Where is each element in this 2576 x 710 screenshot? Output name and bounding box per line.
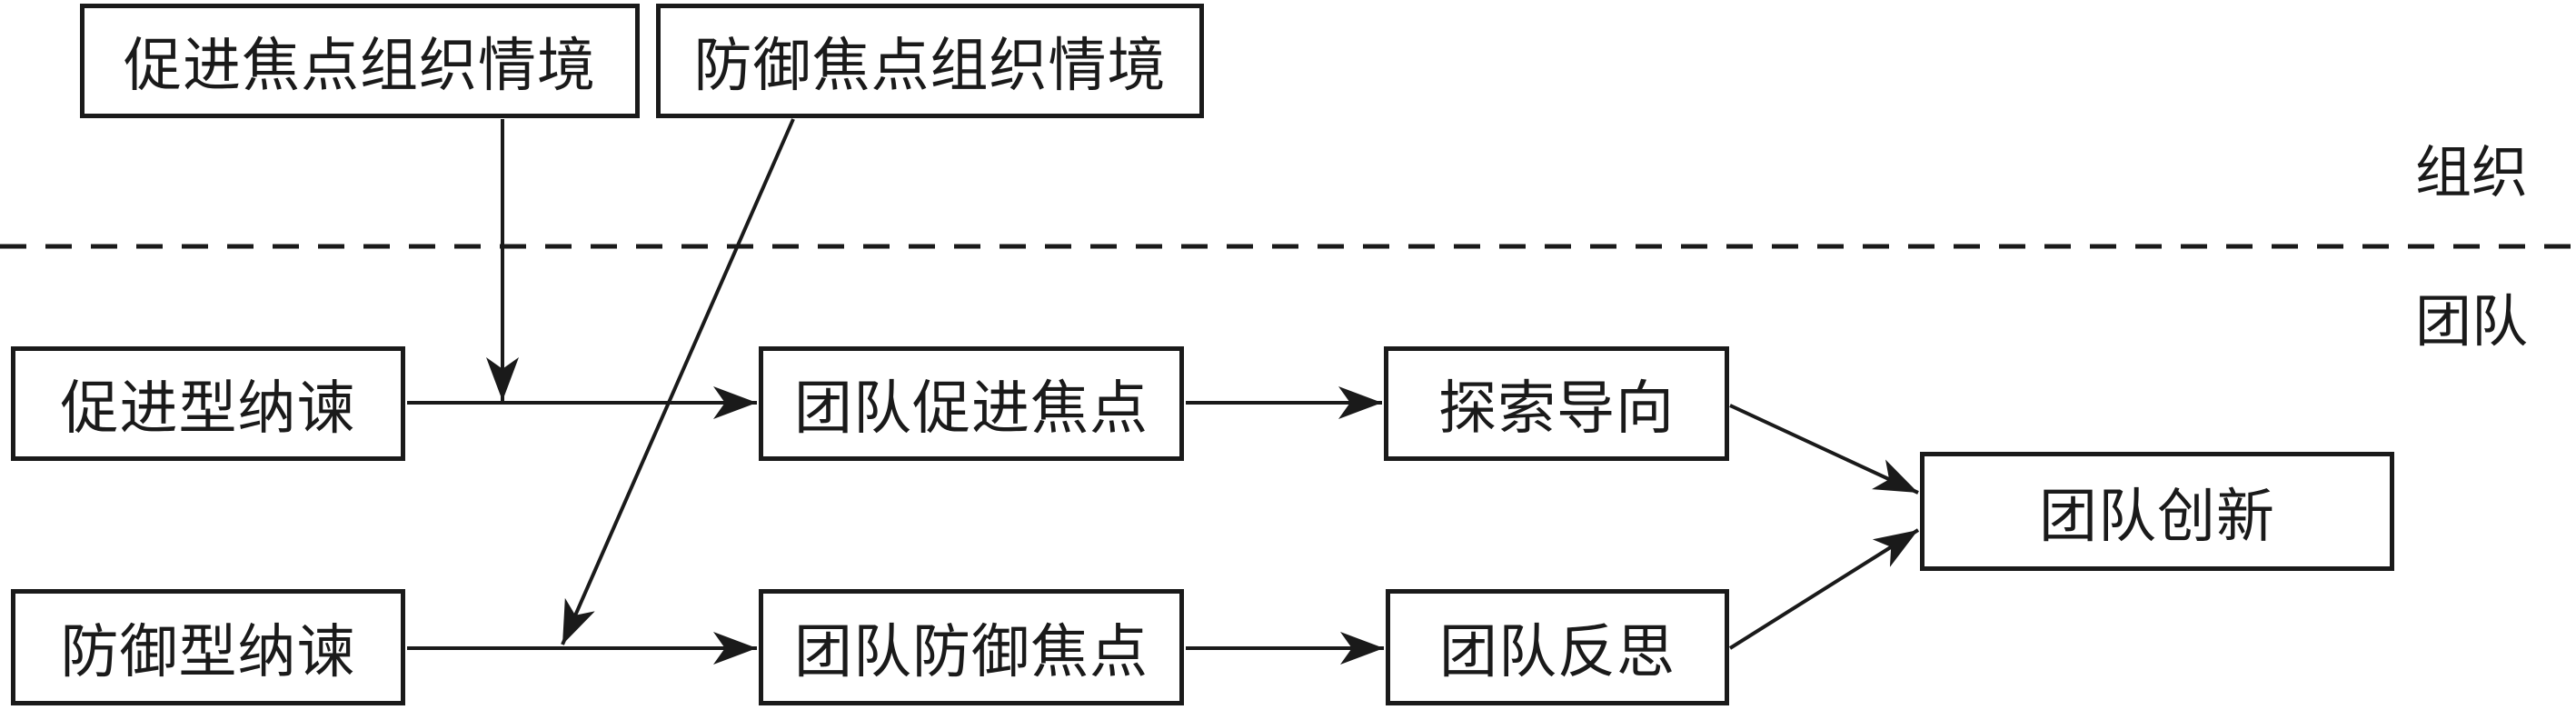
node-promotion-context-label: 促进焦点组织情境: [124, 34, 596, 98]
node-team-innovation: 团队创新: [1920, 452, 2394, 571]
node-exploration-orientation: 探索导向: [1384, 346, 1729, 461]
node-exploration-orientation-label: 探索导向: [1438, 376, 1675, 441]
node-promotion-context: 促进焦点组织情境: [80, 4, 640, 118]
node-prevention-voice-label: 防御型纳谏: [60, 620, 356, 685]
arrow-reflexivity-to-innovation: [1728, 528, 1920, 650]
node-team-reflexivity: 团队反思: [1386, 589, 1729, 705]
node-team-reflexivity-label: 团队反思: [1439, 620, 1676, 685]
team-level-label: 团队: [2415, 292, 2529, 354]
node-promotion-voice: 促进型纳谏: [11, 346, 405, 461]
node-promotion-voice-label: 促进型纳谏: [60, 376, 356, 441]
organization-level-label: 组织: [2415, 143, 2529, 205]
node-team-prevention-focus-label: 团队防御焦点: [794, 620, 1149, 685]
node-team-prevention-focus: 团队防御焦点: [759, 589, 1184, 705]
node-prevention-voice: 防御型纳谏: [11, 589, 405, 705]
node-team-promotion-focus-label: 团队促进焦点: [794, 376, 1149, 441]
node-prevention-context-label: 防御焦点组织情境: [693, 34, 1167, 98]
arrow-exploration-to-innovation: [1729, 404, 1919, 495]
node-prevention-context: 防御焦点组织情境: [656, 4, 1204, 118]
node-team-innovation-label: 团队创新: [2039, 484, 2275, 549]
node-team-promotion-focus: 团队促进焦点: [759, 346, 1184, 461]
